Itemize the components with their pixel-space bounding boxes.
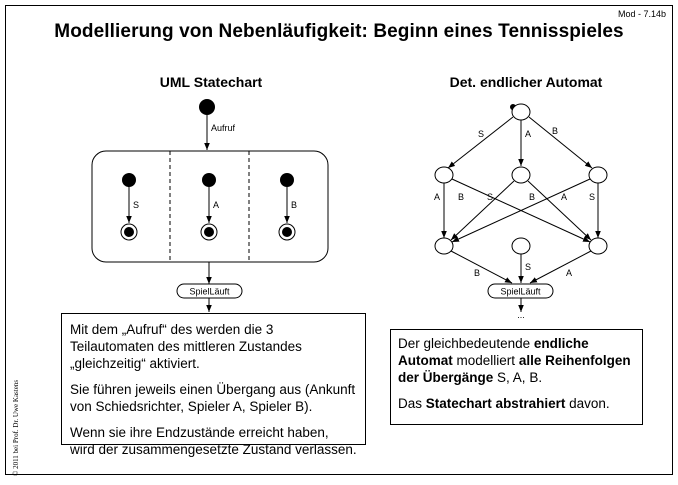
region-s-initial	[122, 173, 136, 187]
automaton-heading: Det. endlicher Automat	[449, 74, 603, 90]
statechart-explanation: Mit dem „Aufruf“ des werden die 3 Teilau…	[61, 313, 366, 457]
running-state-label: SpielLäuft	[189, 287, 230, 297]
statechart-heading: UML Statechart	[159, 74, 263, 90]
automaton-explanation-p1: Der gleichbedeutende endliche Automat mo…	[398, 336, 631, 385]
dfa-state-ab	[511, 237, 531, 255]
dfa-label-top-a: A	[525, 129, 531, 139]
dfa-label-mid-b1: B	[458, 192, 464, 202]
region-a-initial	[202, 173, 216, 187]
dfa-state-start	[511, 103, 531, 121]
region-a-label: A	[213, 200, 219, 210]
dfa-state-s	[434, 166, 454, 184]
statechart-explanation-p2: Sie führen jeweils einen Übergang aus (A…	[70, 382, 356, 414]
automaton-explanation-p2: Das Statechart abstrahiert davon.	[398, 396, 610, 411]
dfa-edge-start-b	[528, 116, 593, 169]
dfa-edge-start-s	[447, 116, 514, 169]
dfa-edge-b-ab	[451, 178, 591, 243]
dfa-state-a	[511, 166, 531, 184]
slide: Mod - 7.14b Modellierung von Nebenläufig…	[5, 5, 673, 476]
region-b-label: B	[291, 200, 297, 210]
slide-title: Modellierung von Nebenläufigkeit: Beginn…	[54, 21, 624, 42]
dfa-state-sa	[434, 237, 454, 255]
statechart-explanation-p1: Mit dem „Aufruf“ des werden die 3 Teilau…	[70, 322, 302, 371]
statechart-diagram: Aufruf S A B	[91, 99, 329, 320]
region-b: B	[278, 173, 297, 241]
dfa-continued-label: ...	[517, 310, 525, 320]
dfa-edge-sa-run	[450, 250, 513, 284]
region-s: S	[120, 173, 139, 241]
dfa-label-mid-b2: B	[529, 192, 535, 202]
dfa-label-top-s: S	[478, 129, 484, 139]
dfa-state-sb	[588, 237, 608, 255]
dfa-label-low-a: A	[566, 268, 572, 278]
automaton-explanation: Der gleichbedeutende endliche Automat mo…	[390, 329, 643, 425]
initial-state	[199, 99, 215, 115]
dfa-label-low-b: B	[474, 268, 480, 278]
dfa-label-low-s: S	[525, 262, 531, 272]
composite-state	[91, 150, 329, 263]
region-s-label: S	[133, 200, 139, 210]
region-b-initial	[280, 173, 294, 187]
dfa-label-top-b: B	[552, 126, 558, 136]
slide-number: Mod - 7.14b	[617, 9, 666, 19]
dfa-edge-sb-run	[529, 250, 592, 284]
dfa-label-mid-s2: S	[487, 192, 493, 202]
call-label: Aufruf	[211, 123, 236, 133]
statechart-explanation-p3: Wenn sie ihre Endzustände erreicht haben…	[70, 425, 357, 457]
dfa-label-mid-a1: A	[434, 192, 440, 202]
region-a: A	[200, 173, 219, 241]
copyright-note: © 2011 bei Prof. Dr. Uwe Kastens	[12, 379, 20, 476]
dfa-edge-a-sa	[450, 180, 515, 241]
automaton-diagram: S A B A B S B A S B S A	[434, 103, 608, 320]
dfa-label-mid-a3: A	[561, 192, 567, 202]
dfa-running-state-label: SpielLäuft	[500, 287, 541, 297]
dfa-edge-a-ab	[527, 180, 592, 241]
dfa-label-mid-s3: S	[589, 192, 595, 202]
dfa-state-b	[588, 166, 608, 184]
